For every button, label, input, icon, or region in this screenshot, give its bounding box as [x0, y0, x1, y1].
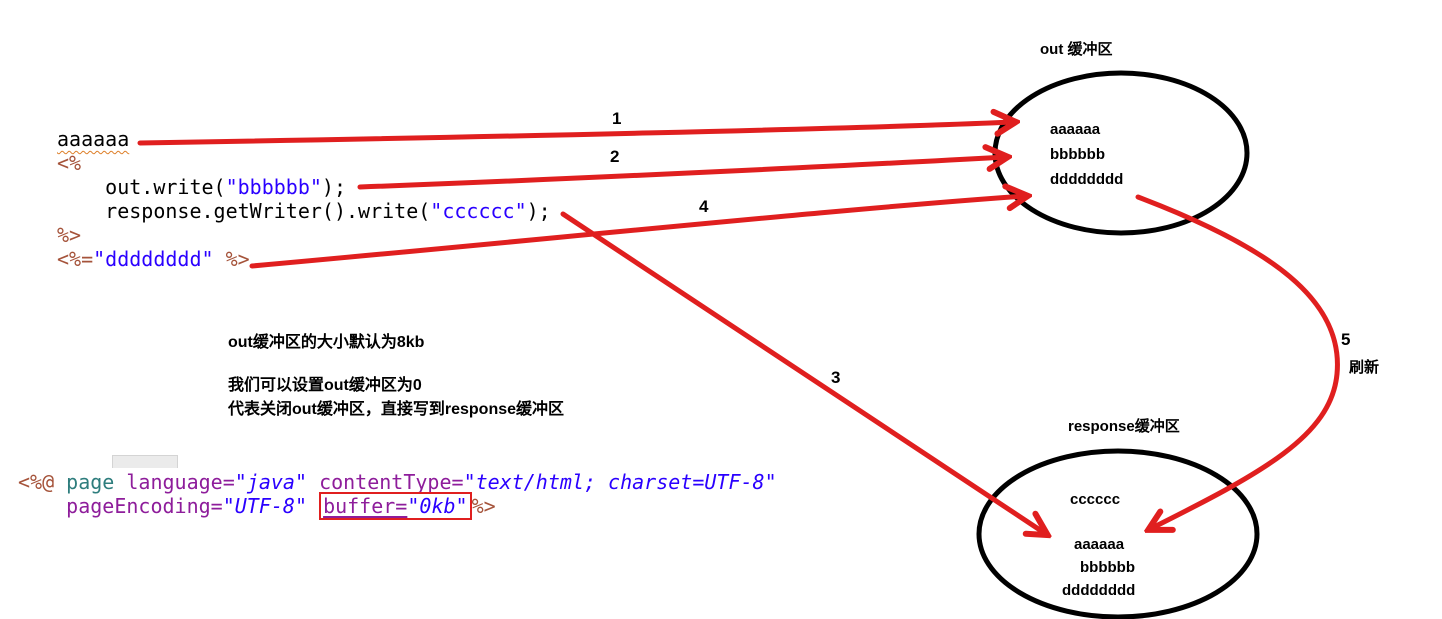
response-buffer-contents: cccccc aaaaaa bbbbbb dddddddd	[1060, 488, 1135, 602]
step-1-label: 1	[612, 109, 622, 128]
out-buffer-title: out 缓冲区	[1040, 41, 1113, 58]
arrow-3-getwriter-to-response-buffer	[560, 211, 1046, 534]
note-line-2: 我们可以设置out缓冲区为0	[228, 377, 422, 394]
code-token: "UTF-8"	[222, 494, 308, 518]
page-directive-snippet: <%@ page language="java" contentType="te…	[18, 470, 777, 520]
code-token: "bbbbbb"	[225, 175, 322, 199]
editor-hover-fragment	[112, 455, 178, 468]
code-line: <%@ page language="java" contentType="te…	[18, 470, 777, 494]
code-token	[307, 470, 319, 494]
step-5-label: 5	[1341, 330, 1351, 349]
arrow-4-expression-to-out-buffer	[249, 196, 1026, 269]
code-token: "dddddddd"	[93, 247, 214, 271]
highlight-box: buffer="0kb"	[319, 492, 472, 520]
code-token: language=	[126, 470, 235, 494]
buffer-item: aaaaaa	[1074, 536, 1125, 553]
code-token: %>	[57, 223, 82, 247]
code-token: out.write(	[57, 175, 226, 199]
code-token: response.getWriter().write(	[57, 199, 431, 223]
code-token: page	[66, 470, 127, 494]
step-4-label: 4	[699, 197, 709, 216]
code-token: buffer=	[323, 494, 408, 518]
code-token: contentType=	[319, 470, 464, 494]
code-line: pageEncoding="UTF-8" buffer="0kb"%>	[18, 492, 777, 520]
step-3-label: 3	[831, 368, 841, 387]
code-token	[18, 494, 66, 518]
arrow-5-flush-out-to-response-buffer	[1135, 194, 1340, 529]
code-line: %>	[57, 223, 551, 247]
arrow-1-aaaaaa-to-out-buffer	[137, 122, 1014, 146]
buffer-item: bbbbbb	[1050, 146, 1105, 163]
code-token: <%=	[57, 247, 94, 271]
code-token: %>	[225, 247, 250, 271]
code-line: response.getWriter().write("cccccc");	[57, 199, 551, 223]
code-line: <%	[57, 151, 551, 175]
step-2-label: 2	[610, 147, 620, 166]
buffer-item: dddddddd	[1062, 582, 1136, 599]
buffer-notes: out缓冲区的大小默认为8kb 我们可以设置out缓冲区为0 代表关闭out缓冲…	[228, 331, 564, 422]
code-line: out.write("bbbbbb");	[57, 175, 551, 199]
buffer-item: bbbbbb	[1080, 559, 1135, 576]
response-buffer-title: response缓冲区	[1068, 418, 1180, 435]
out-buffer-contents: aaaaaa bbbbbb dddddddd	[1050, 117, 1123, 192]
note-line-3: 代表关闭out缓冲区，直接写到response缓冲区	[228, 401, 565, 418]
arrow-2-outwrite-to-out-buffer	[357, 157, 1006, 190]
code-token: );	[526, 199, 551, 223]
note-line-1: out缓冲区的大小默认为8kb	[228, 334, 425, 351]
buffer-item: cccccc	[1070, 491, 1121, 508]
code-token	[307, 494, 319, 518]
code-line: <%="dddddddd" %>	[57, 247, 551, 271]
jsp-code-snippet: aaaaaa<% out.write("bbbbbb"); response.g…	[57, 127, 551, 271]
refresh-label: 刷新	[1349, 359, 1380, 376]
code-token: "java"	[234, 470, 308, 494]
code-line: aaaaaa	[57, 127, 551, 151]
buffer-item: aaaaaa	[1050, 121, 1101, 138]
code-token: "cccccc"	[430, 199, 527, 223]
code-token: aaaaaa	[57, 127, 130, 151]
response-buffer-ellipse	[976, 448, 1260, 619]
code-token: "0kb"	[407, 494, 468, 518]
code-token: <%	[57, 151, 82, 175]
code-token: pageEncoding=	[66, 494, 223, 518]
code-token: );	[321, 175, 346, 199]
code-token: <%@	[18, 470, 67, 494]
code-token: %>	[471, 494, 496, 518]
code-token	[214, 247, 226, 271]
buffer-item: dddddddd	[1050, 171, 1124, 188]
code-token: "text/html; charset=UTF-8"	[463, 470, 777, 494]
